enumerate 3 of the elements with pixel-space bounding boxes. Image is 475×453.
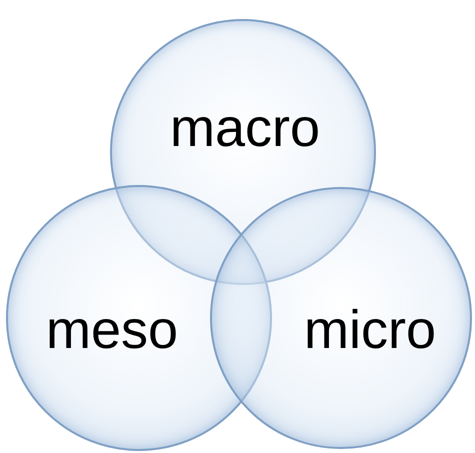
- circle-label: micro: [304, 303, 436, 357]
- circle-label: macro: [170, 101, 320, 155]
- circle-label: meso: [46, 303, 178, 357]
